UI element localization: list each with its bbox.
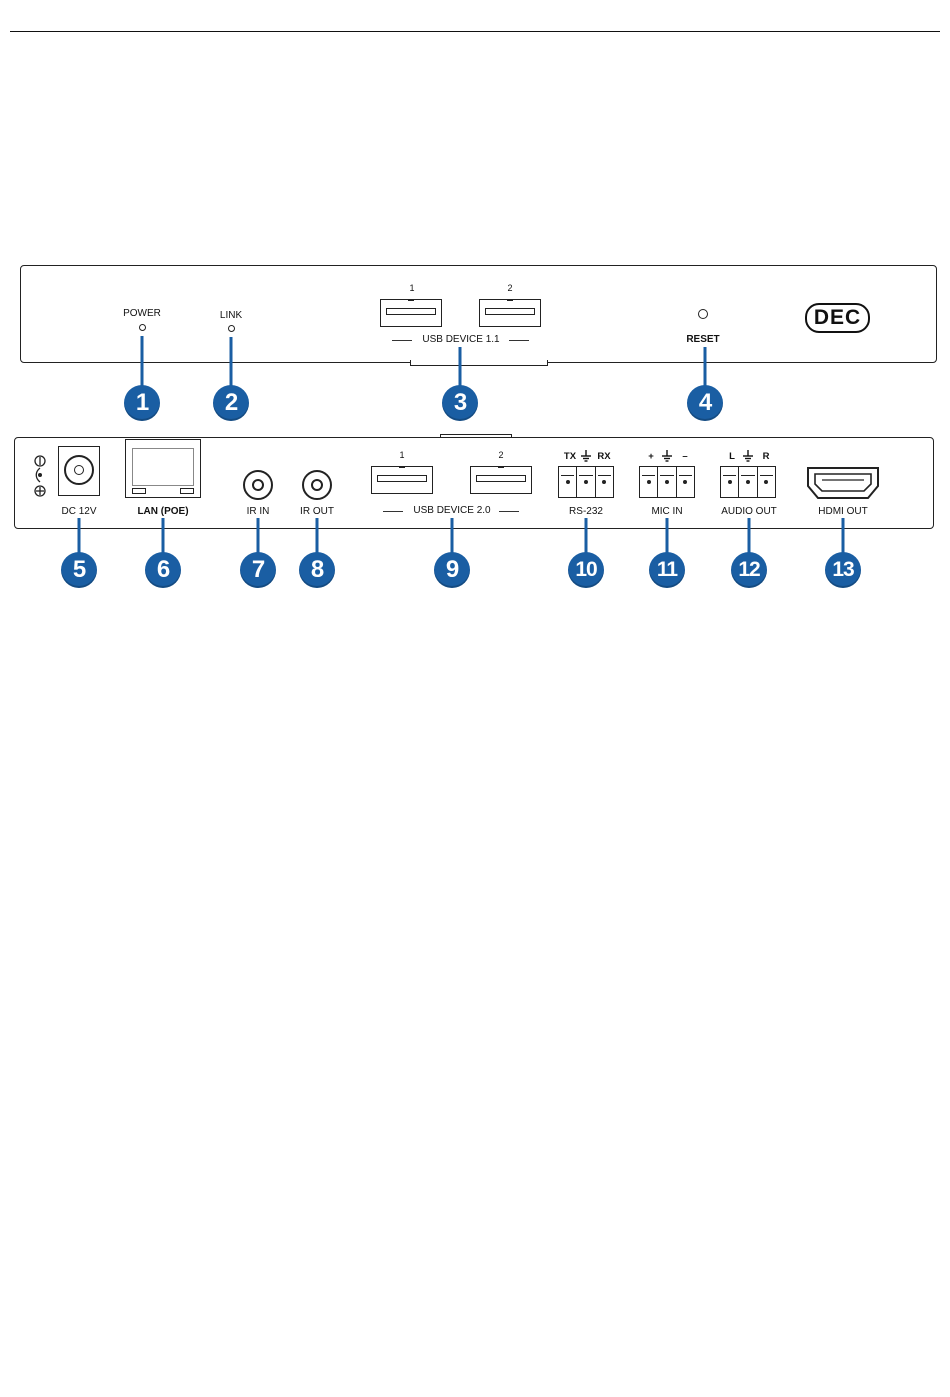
audio-out-terminal (720, 466, 776, 498)
usb-front-port-1 (380, 299, 442, 327)
link-label: LINK (220, 310, 242, 321)
callout-7: 7 (240, 552, 276, 588)
mic-ground-icon (661, 450, 673, 462)
hdmi-out-label: HDMI OUT (818, 506, 867, 517)
callout-10-stem (585, 518, 588, 556)
callout-4: 4 (687, 385, 723, 421)
usb-device-20-label: USB DEVICE 2.0 (413, 505, 490, 516)
ir-out-jack (302, 470, 332, 500)
callout-11: 11 (649, 552, 685, 588)
usb11-right-rule (509, 340, 529, 341)
dc-12v-label: DC 12V (61, 506, 96, 517)
mic-plus-label: + (648, 451, 654, 462)
callout-4-stem (704, 347, 707, 388)
callout-6-stem (162, 518, 165, 556)
callout-10: 10 (568, 552, 604, 588)
callout-13: 13 (825, 552, 861, 588)
usb-rear-port-1-number: 1 (399, 450, 404, 460)
front-panel-bottom-tab (410, 360, 548, 366)
lan-poe-port (125, 439, 201, 498)
rs232-tx-label: TX (564, 451, 576, 462)
dec-badge: DEC (805, 303, 870, 333)
hdmi-out-port (806, 466, 880, 500)
usb-rear-port-2 (470, 466, 532, 494)
usb-device-11-label: USB DEVICE 1.1 (422, 334, 499, 345)
callout-13-stem (842, 518, 845, 556)
usb11-left-rule (392, 340, 412, 341)
power-led (139, 324, 146, 331)
callout-5: 5 (61, 552, 97, 588)
mic-minus-label: – (682, 451, 687, 462)
callout-7-stem (257, 518, 260, 556)
audio-l-label: L (729, 451, 735, 462)
callout-8-stem (316, 518, 319, 556)
ir-out-label: IR OUT (300, 506, 334, 517)
usb-front-port-1-number: 1 (409, 283, 414, 293)
callout-11-stem (666, 518, 669, 556)
ir-in-label: IR IN (247, 506, 270, 517)
power-label: POWER (123, 308, 161, 319)
usb-rear-port-2-number: 2 (498, 450, 503, 460)
usb-rear-port-1 (371, 466, 433, 494)
callout-3: 3 (442, 385, 478, 421)
link-led (228, 325, 235, 332)
lan-poe-label: LAN (POE) (137, 506, 188, 517)
callout-6: 6 (145, 552, 181, 588)
callout-9-stem (451, 518, 454, 556)
rs232-ground-icon (580, 450, 592, 462)
audio-ground-icon (742, 450, 754, 462)
reset-hole (698, 309, 708, 319)
callout-12: 12 (731, 552, 767, 588)
dc-polarity-icon (33, 454, 47, 498)
rs232-rx-label: RX (597, 451, 610, 462)
ir-in-jack (243, 470, 273, 500)
callout-2: 2 (213, 385, 249, 421)
mic-in-terminal (639, 466, 695, 498)
usb20-right-rule (499, 511, 519, 512)
callout-5-stem (78, 518, 81, 556)
callout-2-stem (230, 337, 233, 388)
callout-3-stem (459, 347, 462, 388)
callout-1-stem (141, 336, 144, 388)
audio-out-label: AUDIO OUT (721, 506, 777, 517)
rs232-label: RS-232 (569, 506, 603, 517)
rs232-terminal (558, 466, 614, 498)
mic-in-label: MIC IN (651, 506, 682, 517)
page-top-rule (10, 31, 940, 32)
callout-12-stem (748, 518, 751, 556)
usb-front-port-2 (479, 299, 541, 327)
reset-label: RESET (686, 334, 719, 345)
dc-12v-jack (58, 446, 100, 496)
callout-9: 9 (434, 552, 470, 588)
callout-1: 1 (124, 385, 160, 421)
usb20-left-rule (383, 511, 403, 512)
audio-r-label: R (763, 451, 770, 462)
usb-front-port-2-number: 2 (507, 283, 512, 293)
callout-8: 8 (299, 552, 335, 588)
